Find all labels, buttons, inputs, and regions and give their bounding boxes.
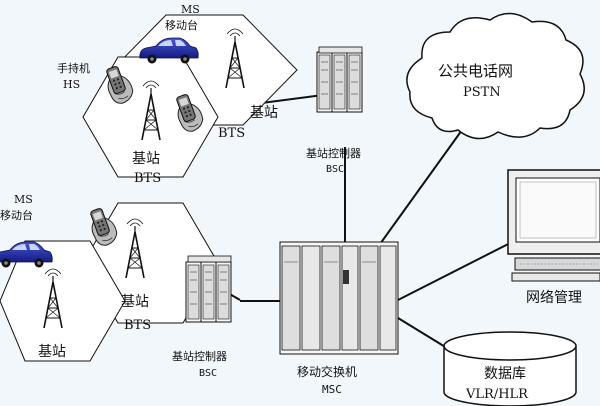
label-pstn-code: PSTN (463, 85, 501, 100)
label-bts-top-right-code: BTS (218, 126, 245, 141)
label-hs-code: HS (63, 78, 80, 91)
label-bts-top-left-name: 基站 (132, 150, 160, 167)
label-pstn-name: 公共电话网 (438, 62, 513, 80)
bsc-top-cabinet (316, 46, 363, 113)
label-ms-left-code: MS (14, 193, 33, 206)
database-icon (443, 331, 577, 406)
label-ms-top-name: 移动台 (165, 18, 198, 32)
label-bsc-bottom-name: 基站控制器 (172, 349, 227, 363)
label-bts-bottom-right-name: 基站 (121, 293, 149, 310)
label-db-name: 数据库 (484, 366, 526, 382)
label-bts-bottom-left-name: 基站 (38, 343, 66, 360)
label-ms-top-code: MS (181, 3, 200, 16)
link-msc-pstn (379, 129, 463, 245)
cell-bottom-left (0, 240, 126, 362)
bsc-bottom-cabinet (185, 255, 232, 323)
label-bsc-top-code: BSC (326, 164, 344, 175)
label-msc-code: MSC (322, 383, 342, 396)
label-bts-top-left-code: BTS (134, 171, 161, 186)
label-hs-name: 手持机 (57, 61, 90, 75)
link-msc-nms (397, 237, 521, 301)
monitor-icon (507, 169, 600, 282)
label-ms-left-name: 移动台 (0, 208, 33, 222)
pstn-cloud (406, 12, 585, 140)
label-db-code: VLR/HLR (465, 387, 529, 402)
label-bsc-bottom-code: BSC (199, 368, 217, 379)
label-bts-top-right-name: 基站 (250, 104, 278, 121)
label-nms-name: 网络管理 (526, 290, 582, 306)
label-bsc-top-name: 基站控制器 (306, 146, 361, 160)
msc-cabinet (279, 241, 399, 355)
label-msc-name: 移动交换机 (297, 364, 357, 379)
label-bts-bottom-right-code: BTS (124, 318, 151, 333)
